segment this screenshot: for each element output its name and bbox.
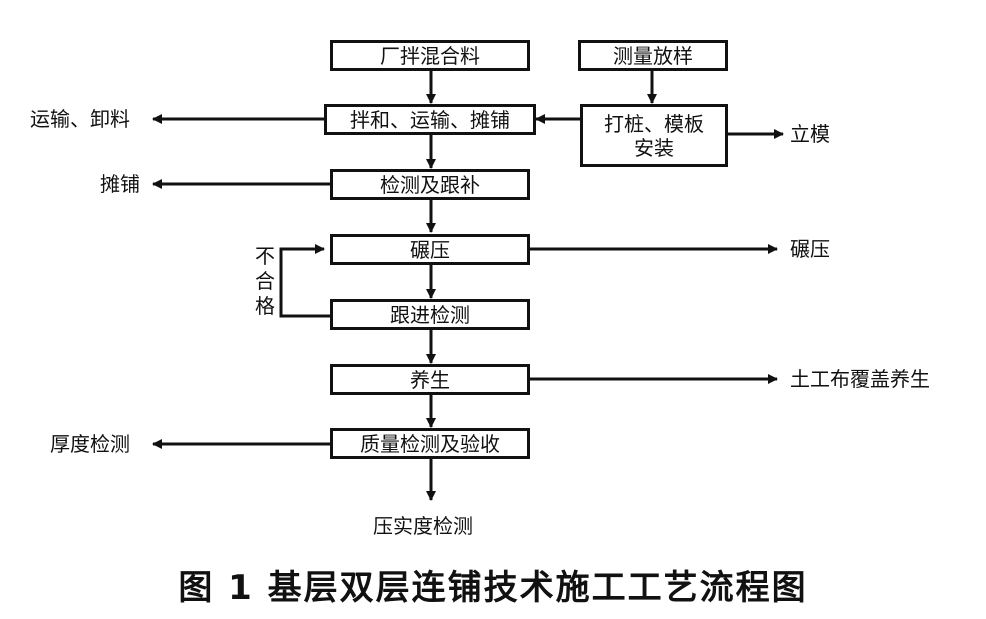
flowchart-connectors bbox=[152, 70, 784, 501]
label-compaction-check: 压实度检测 bbox=[373, 514, 473, 538]
label-not-qualified: 不合格 bbox=[255, 244, 275, 318]
box-inspect-patch-label: 检测及跟补 bbox=[380, 172, 480, 197]
figure-caption: 图 1 基层双层连铺技术施工工艺流程图 bbox=[178, 568, 808, 608]
box-plant-mix: 厂拌混合料 bbox=[330, 40, 530, 71]
label-rolling-right: 碾压 bbox=[790, 237, 830, 261]
box-quality-accept-label: 质量检测及验收 bbox=[360, 431, 500, 456]
label-geotextile-curing: 土工布覆盖养生 bbox=[790, 367, 930, 391]
box-rolling: 碾压 bbox=[330, 234, 530, 265]
label-paving: 摊铺 bbox=[100, 172, 140, 196]
label-thickness-check: 厚度检测 bbox=[50, 432, 130, 456]
box-quality-accept: 质量检测及验收 bbox=[330, 428, 530, 459]
box-survey: 测量放样 bbox=[578, 40, 728, 71]
box-inspect-patch: 检测及跟补 bbox=[330, 169, 530, 200]
box-mix-transport-pave-label: 拌和、运输、摊铺 bbox=[350, 107, 510, 132]
box-curing-label: 养生 bbox=[410, 367, 450, 392]
label-transport-unload: 运输、卸料 bbox=[30, 107, 130, 131]
box-follow-inspect: 跟进检测 bbox=[330, 299, 530, 330]
box-survey-label: 测量放样 bbox=[613, 43, 693, 68]
box-follow-inspect-label: 跟进检测 bbox=[390, 302, 470, 327]
label-set-form: 立模 bbox=[790, 122, 830, 146]
box-plant-mix-label: 厂拌混合料 bbox=[380, 43, 480, 68]
arrow-feedback-loop bbox=[279, 244, 330, 318]
box-curing: 养生 bbox=[330, 364, 530, 395]
box-piling-formwork: 打桩、模板 安装 bbox=[580, 104, 728, 167]
box-rolling-label: 碾压 bbox=[410, 237, 450, 262]
box-piling-formwork-label: 打桩、模板 安装 bbox=[604, 111, 704, 160]
box-mix-transport-pave: 拌和、运输、摊铺 bbox=[324, 104, 536, 135]
